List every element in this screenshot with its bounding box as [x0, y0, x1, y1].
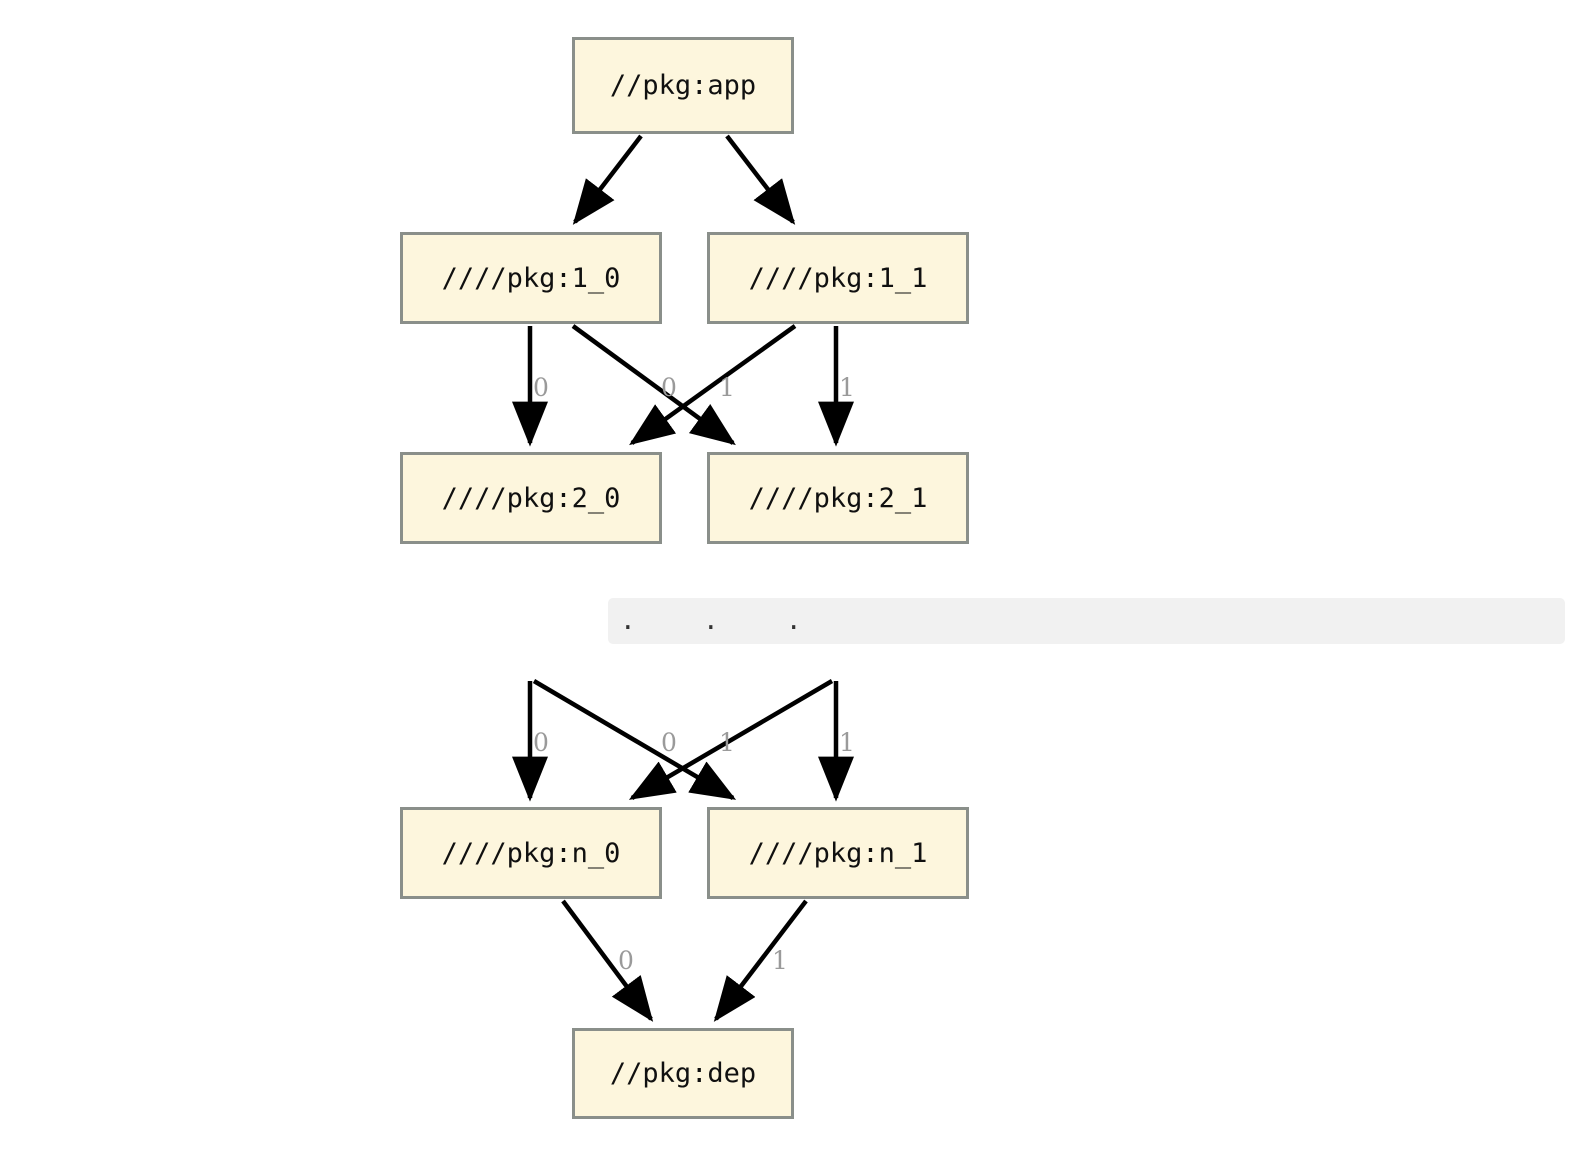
ellipsis-separator-band: . . .: [608, 598, 1565, 644]
edge-label-above-to-n_1-cross: 0: [661, 728, 677, 757]
edge-label-above-to-n_0-cross: 1: [719, 728, 735, 757]
node-label: ////pkg:1_1: [748, 262, 928, 294]
node-n_0[interactable]: ////pkg:n_0: [400, 807, 662, 899]
edge-label-1_1-to-2_0: 1: [719, 373, 735, 402]
node-label: ////pkg:n_0: [441, 837, 621, 869]
ellipsis-dots: . . .: [620, 606, 814, 636]
node-label: ////pkg:2_1: [748, 482, 928, 514]
edge-label-n_1-to-dep: 1: [772, 946, 788, 975]
edge-n_1-to-dep: [713, 899, 808, 1022]
edge-label-above-to-n_0-straight: 0: [533, 728, 549, 757]
node-label: ////pkg:2_0: [441, 482, 621, 514]
node-n_1[interactable]: ////pkg:n_1: [707, 807, 969, 899]
node-1_1[interactable]: ////pkg:1_1: [707, 232, 969, 324]
edge-above-to-n_0-cross: [628, 679, 834, 800]
edge-n_0-to-dep: [561, 899, 654, 1022]
node-app[interactable]: //pkg:app: [572, 37, 794, 134]
edge-label-n_0-to-dep: 0: [618, 946, 634, 975]
edge-label-1_1-to-2_1: 1: [839, 373, 855, 402]
edge-1_1-to-2_0: [629, 324, 797, 446]
node-dep[interactable]: //pkg:dep: [572, 1028, 794, 1119]
edge-app-to-1_0: [572, 134, 643, 225]
node-2_1[interactable]: ////pkg:2_1: [707, 452, 969, 544]
node-label: //pkg:app: [609, 70, 757, 101]
edge-1_0-to-2_1: [571, 324, 736, 446]
node-1_0[interactable]: ////pkg:1_0: [400, 232, 662, 324]
edge-above-to-n_1-cross: [532, 679, 737, 800]
node-label: //pkg:dep: [609, 1058, 757, 1089]
edge-label-1_0-to-2_1: 0: [661, 373, 677, 402]
edge-label-1_0-to-2_0: 0: [533, 373, 549, 402]
node-2_0[interactable]: ////pkg:2_0: [400, 452, 662, 544]
edge-label-above-to-n_1-straight: 1: [839, 728, 855, 757]
node-label: ////pkg:1_0: [441, 262, 621, 294]
node-label: ////pkg:n_1: [748, 837, 928, 869]
edge-app-to-1_1: [725, 134, 796, 225]
